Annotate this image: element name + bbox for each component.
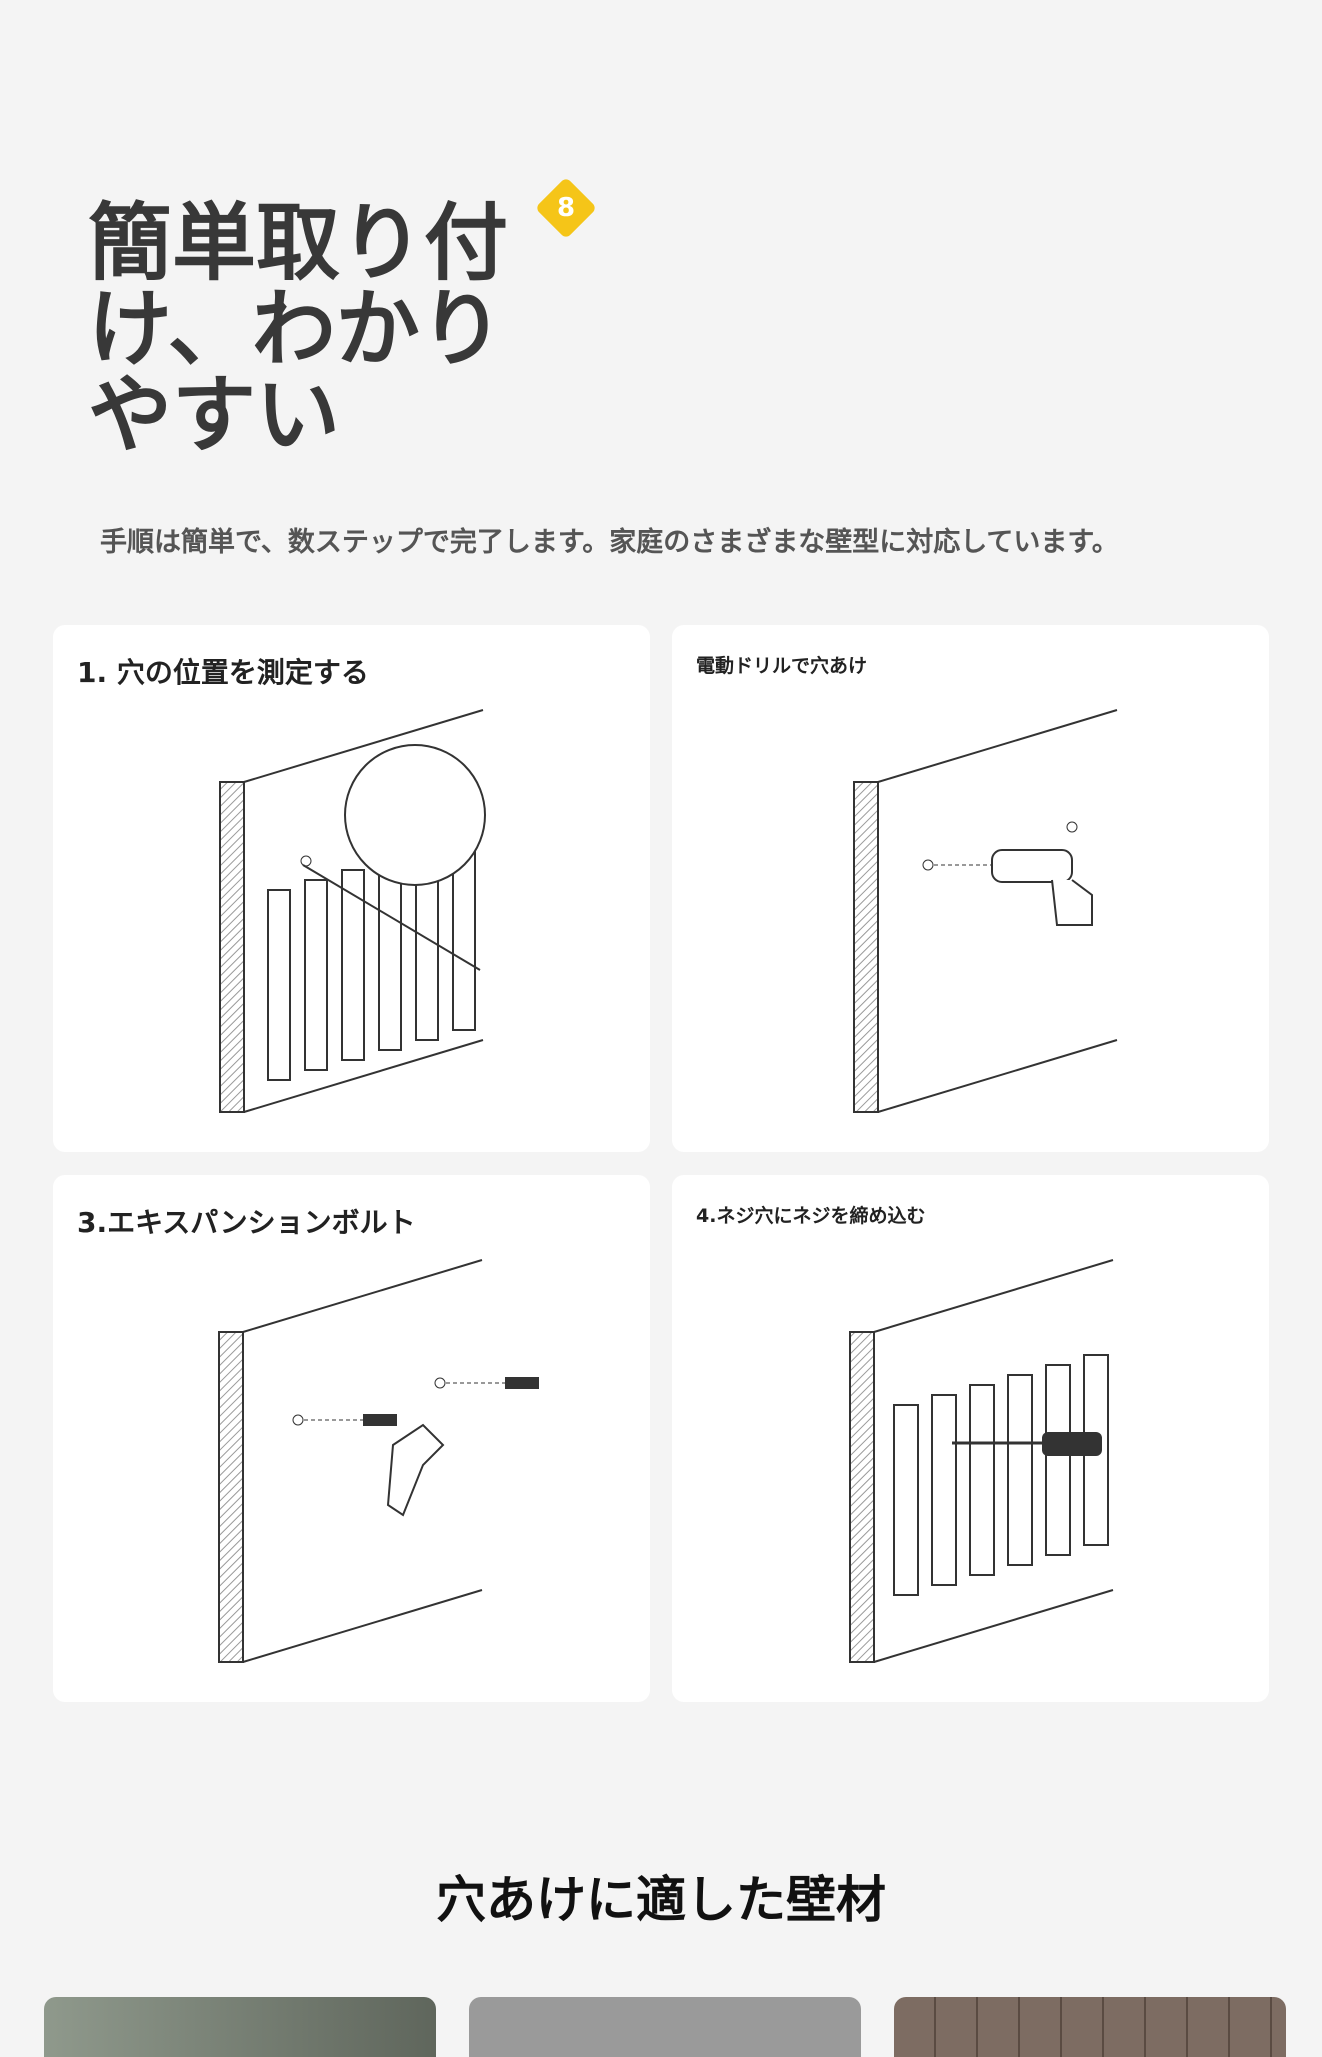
- subtitle: 手順は簡単で、数ステップで完了します。家庭のさまざまな壁型に対応しています。: [100, 527, 1119, 558]
- step-badge: 8: [534, 176, 598, 240]
- measure-illustration: [219, 709, 486, 1113]
- anchor-bolt-illustration: [218, 1259, 539, 1663]
- step-card-4: 4.ネジ穴にネジを締め込む: [672, 1175, 1269, 1702]
- step-label: 3.エキスパンションボルト: [77, 1206, 416, 1239]
- wall-material-swatch-1: [44, 1997, 436, 2057]
- step-card-3: 3.エキスパンションボルト: [53, 1175, 650, 1702]
- step-label: 1. 穴の位置を測定する: [77, 656, 369, 689]
- wall-material-swatch-3: [894, 1997, 1286, 2057]
- step-label: 電動ドリルで穴あけ: [696, 655, 868, 677]
- step-card-1: 1. 穴の位置を測定する: [53, 625, 650, 1152]
- drill-illustration: [853, 709, 1118, 1113]
- wall-material-swatch-2: [469, 1997, 861, 2057]
- screw-illustration: [849, 1259, 1114, 1663]
- step-label: 4.ネジ穴にネジを締め込む: [696, 1205, 926, 1227]
- section-heading: 穴あけに適した壁材: [436, 1871, 886, 1929]
- step-card-2: 電動ドリルで穴あけ: [672, 625, 1269, 1152]
- page-title: 簡単取り付け、わかりやすい: [88, 194, 509, 464]
